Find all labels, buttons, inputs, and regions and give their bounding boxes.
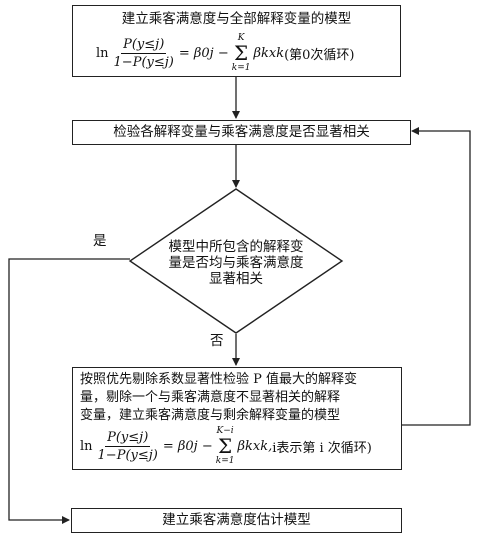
formula-numerator: P(y≤j) [105,429,151,447]
sum-upper-limit: K−i [216,426,234,436]
sum-lower-limit: k=1 [215,456,235,466]
formula-sum: K Σ k=1 [232,33,251,73]
start-model-title: 建立乘客满意度与全部解释变量的模型 [121,11,352,27]
formula-note: i表示第 i 次循环) [272,440,372,456]
final-model-box [71,508,402,533]
test-correlation-box [72,120,411,145]
formula-denominator: 1−P(y≤j) [97,447,158,463]
formula-note: (第0次循环) [284,47,355,63]
eliminate-formula: ln P(y≤j) 1−P(y≤j) = β0j − K−i Σ k=1 βkx… [80,426,372,466]
start-model-formula: ln P(y≤j) 1−P(y≤j) = β0j − K Σ k=1 βkxk … [96,33,355,73]
formula-fraction: P(y≤j) 1−P(y≤j) [96,430,160,463]
formula-term: βkxk, [237,438,273,454]
start-model-box [72,5,401,77]
formula-fraction: P(y≤j) 1−P(y≤j) [112,37,176,70]
decision-line-1: 模型中所包含的解释变 [168,239,304,255]
sigma-icon: Σ [234,41,249,65]
decision-diamond [128,188,344,334]
eliminate-line-2: 量，剔除一个与乘客满意度不显著相关的解释 [80,390,341,405]
sum-upper-limit: K [237,33,245,43]
edge-decision-to-final [8,258,130,524]
formula-numerator: P(y≤j) [121,36,167,54]
decision-line-2: 量是否均与乘客满意度 [168,255,304,271]
formula-ln: ln [96,45,109,61]
formula-term: βkxk [253,45,285,61]
decision-line-3: 显著相关 [209,271,263,287]
formula-beta0: = β0j − [178,45,229,61]
test-correlation-text: 检验各解释变量与乘客满意度是否显著相关 [113,124,370,140]
edge-eliminate-loop-back [402,127,471,426]
eliminate-line-1: 按照优先剔除系数显著性检验 P 值最大的解释变 [80,372,358,387]
formula-beta0: = β0j − [162,438,213,454]
edge-label-no: 否 [210,333,224,349]
sigma-icon: Σ [218,434,233,458]
final-model-text: 建立乘客满意度估计模型 [162,512,311,528]
eliminate-variable-box [72,367,402,470]
formula-ln: ln [80,438,93,454]
edge-label-yes: 是 [93,233,107,249]
formula-sum: K−i Σ k=1 [216,426,235,466]
sum-lower-limit: k=1 [231,63,251,73]
eliminate-line-3: 变量，建立乘客满意度与剩余解释变量的模型 [80,408,341,423]
formula-denominator: 1−P(y≤j) [113,54,174,70]
